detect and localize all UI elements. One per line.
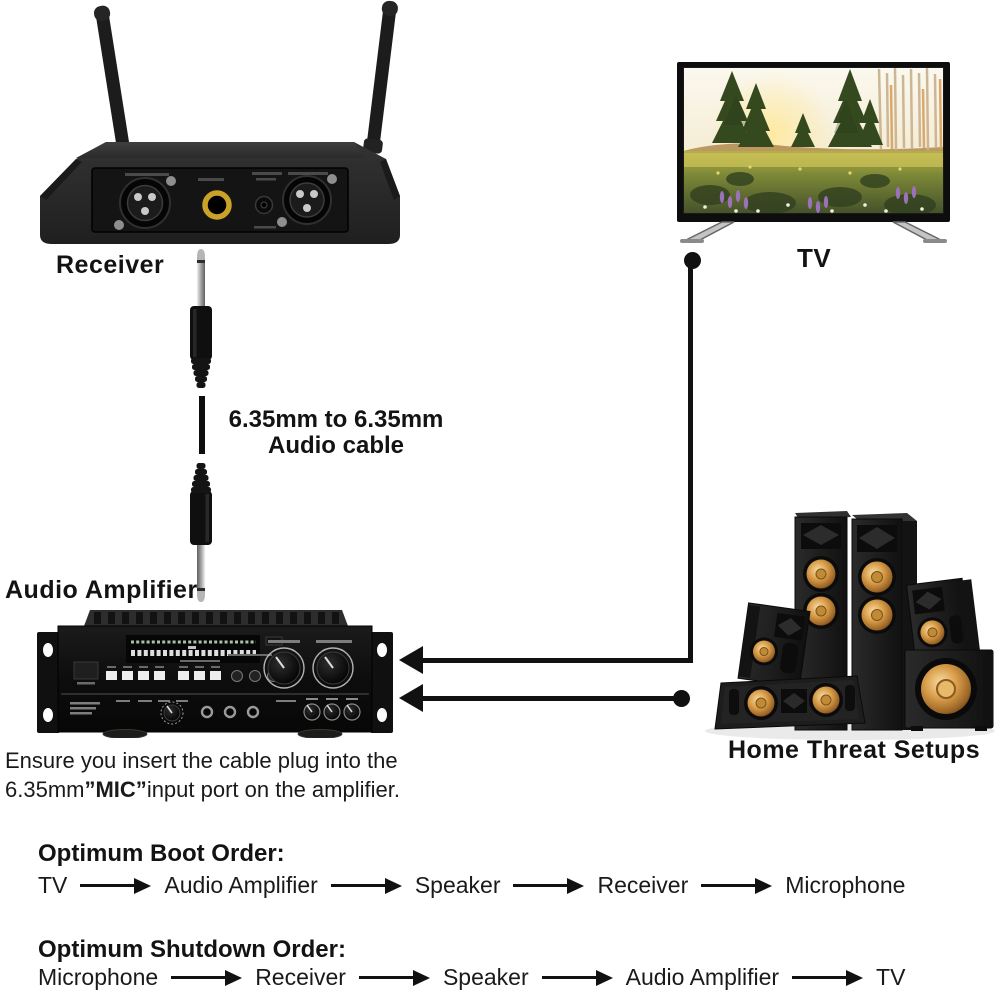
arrow-left-icon bbox=[399, 684, 423, 712]
bookshelf-speaker bbox=[737, 602, 811, 688]
speaker-connection-dot bbox=[673, 690, 690, 707]
amp-buttons bbox=[106, 671, 221, 680]
arrow-right-icon bbox=[80, 877, 152, 894]
arrow-right-icon bbox=[171, 969, 243, 986]
arrow-right-icon bbox=[513, 877, 585, 894]
boot-order-title: Optimum Boot Order: bbox=[38, 840, 285, 867]
gain-knob bbox=[160, 701, 184, 725]
tv-screen bbox=[683, 67, 944, 214]
jack-socket-icon bbox=[202, 190, 232, 220]
tv-stand bbox=[680, 221, 947, 243]
subwoofer bbox=[904, 649, 994, 731]
note-line-2: 6.35mm”MIC”input port on the amplifier. bbox=[5, 777, 400, 802]
center-speaker bbox=[714, 675, 866, 730]
shutdown-item: Audio Amplifier bbox=[625, 964, 780, 990]
speaker-connection-hline bbox=[419, 696, 679, 701]
arrow-right-icon bbox=[701, 877, 773, 894]
bookshelf-speaker bbox=[905, 577, 981, 662]
shutdown-item: Microphone bbox=[38, 964, 159, 990]
tv-connection-vline bbox=[688, 260, 693, 660]
amplifier-image bbox=[37, 610, 393, 738]
cable-label: 6.35mm to 6.35mm Audio cable bbox=[228, 406, 444, 459]
mic-port-note: Ensure you insert the cable plug into th… bbox=[5, 746, 400, 804]
speakers-label: Home Threat Setups bbox=[728, 736, 981, 764]
boot-item: Microphone bbox=[785, 872, 906, 898]
arrow-right-icon bbox=[792, 969, 864, 986]
tv-label: TV bbox=[797, 243, 832, 273]
tv-image bbox=[677, 62, 950, 243]
boot-order-row: TV Audio Amplifier Speaker Receiver Micr… bbox=[38, 872, 905, 899]
shutdown-order-row: Microphone Receiver Speaker Audio Amplif… bbox=[38, 964, 905, 991]
speakers-image bbox=[705, 511, 995, 740]
shutdown-order-title: Optimum Shutdown Order: bbox=[38, 936, 346, 963]
boot-item: Speaker bbox=[414, 872, 501, 898]
receiver-label: Receiver bbox=[56, 251, 165, 279]
boot-item: Audio Amplifier bbox=[164, 872, 318, 898]
mic-input-jacks bbox=[200, 705, 260, 719]
xlr-output-icon bbox=[277, 174, 337, 227]
antenna-icon bbox=[93, 5, 134, 159]
xlr-output-icon bbox=[114, 176, 176, 230]
note-line-1: Ensure you insert the cable plug into th… bbox=[5, 748, 398, 773]
mic-volume-knob bbox=[263, 640, 305, 689]
antenna-icon bbox=[363, 0, 398, 154]
arrow-right-icon bbox=[358, 969, 430, 986]
shutdown-item: Receiver bbox=[255, 964, 346, 990]
tv-connection-hline bbox=[419, 658, 693, 663]
cable-segment bbox=[199, 396, 205, 454]
shutdown-item: TV bbox=[876, 964, 906, 990]
tone-knobs bbox=[303, 698, 361, 721]
amplifier-label: Audio Amplifier bbox=[5, 576, 198, 604]
boot-item: TV bbox=[38, 872, 68, 898]
audio-plug-icon bbox=[190, 249, 212, 388]
arrow-right-icon bbox=[330, 877, 402, 894]
audio-plug-icon bbox=[190, 463, 212, 602]
music-volume-knob bbox=[312, 640, 354, 689]
dc-power-icon bbox=[254, 195, 274, 215]
shutdown-item: Speaker bbox=[442, 964, 529, 990]
mic-emphasis: ”MIC” bbox=[84, 777, 147, 802]
arrow-right-icon bbox=[541, 969, 613, 986]
arrow-left-icon bbox=[399, 646, 423, 674]
boot-item: Receiver bbox=[597, 872, 689, 898]
rack-ear bbox=[37, 632, 393, 733]
receiver-image bbox=[40, 0, 400, 244]
